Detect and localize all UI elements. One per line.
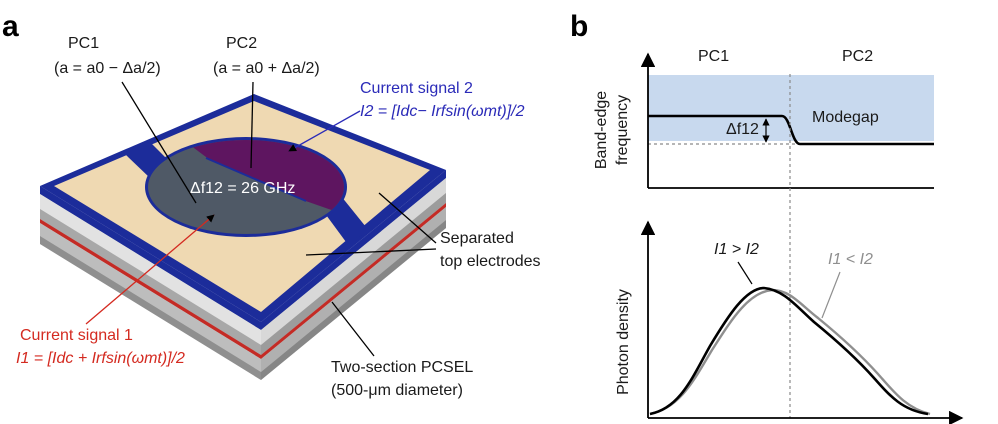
pc2-region bbox=[170, 140, 344, 220]
electrodes-leader-lower bbox=[305, 248, 437, 256]
curve-i1-less-i2 bbox=[649, 288, 931, 416]
band-ylabel-line2: frequency bbox=[614, 95, 631, 165]
current1-title: Current signal 1 bbox=[20, 327, 133, 344]
panel-a-letter: a bbox=[2, 10, 19, 43]
current1-arrow bbox=[85, 214, 215, 325]
band-pc2-label: PC2 bbox=[842, 48, 873, 65]
electrodes-line2: top electrodes bbox=[440, 253, 541, 270]
current2-formula: I2 = [Idc− Irfsin(ωmt)]/2 bbox=[360, 103, 525, 120]
curve-i1-less-label: I1 < I2 bbox=[828, 251, 873, 268]
photon-density-plot bbox=[640, 74, 964, 424]
current2-arrow bbox=[288, 110, 361, 152]
pc1-formula: (a = a0 − Δa/2) bbox=[54, 60, 161, 77]
band-edge-plot bbox=[640, 52, 934, 189]
pcsel-line1: Two-section PCSEL bbox=[331, 359, 473, 376]
band-ylabel-line1: Band-edge bbox=[593, 91, 610, 169]
current2-title: Current signal 2 bbox=[360, 80, 473, 97]
curve-i1-less-leader bbox=[821, 271, 841, 319]
panel-b-letter: b bbox=[570, 10, 588, 43]
pc2-leader-line bbox=[250, 81, 254, 169]
curve-i1-greater-i2 bbox=[649, 286, 929, 416]
photon-ylabel: Photon density bbox=[615, 289, 632, 395]
pcsel-leader-line bbox=[331, 301, 375, 357]
electrodes-leader-upper bbox=[378, 192, 437, 244]
band-delta-label: Δf12 bbox=[726, 121, 759, 138]
modegap-label: Modegap bbox=[812, 109, 879, 126]
pc1-title: PC1 bbox=[68, 35, 99, 52]
curve-i1-greater-leader bbox=[737, 261, 753, 285]
pc2-formula: (a = a0 + Δa/2) bbox=[213, 60, 320, 77]
modegap-band-pc1 bbox=[648, 75, 786, 116]
device-right-side bbox=[261, 170, 446, 380]
electrodes-line1: Separated bbox=[440, 230, 514, 247]
delta-f12-label: Δf12 = 26 GHz bbox=[190, 180, 295, 197]
curve-i1-greater-label: I1 > I2 bbox=[714, 241, 759, 258]
pcsel-line2: (500-μm diameter) bbox=[331, 382, 463, 399]
band-edge-line bbox=[648, 114, 934, 146]
pc2-title: PC2 bbox=[226, 35, 257, 52]
current1-formula: I1 = [Idc + Irfsin(ωmt)]/2 bbox=[16, 350, 185, 367]
pc1-leader-line bbox=[121, 81, 197, 204]
pcsel-device bbox=[40, 94, 446, 380]
band-pc1-label: PC1 bbox=[698, 48, 729, 65]
